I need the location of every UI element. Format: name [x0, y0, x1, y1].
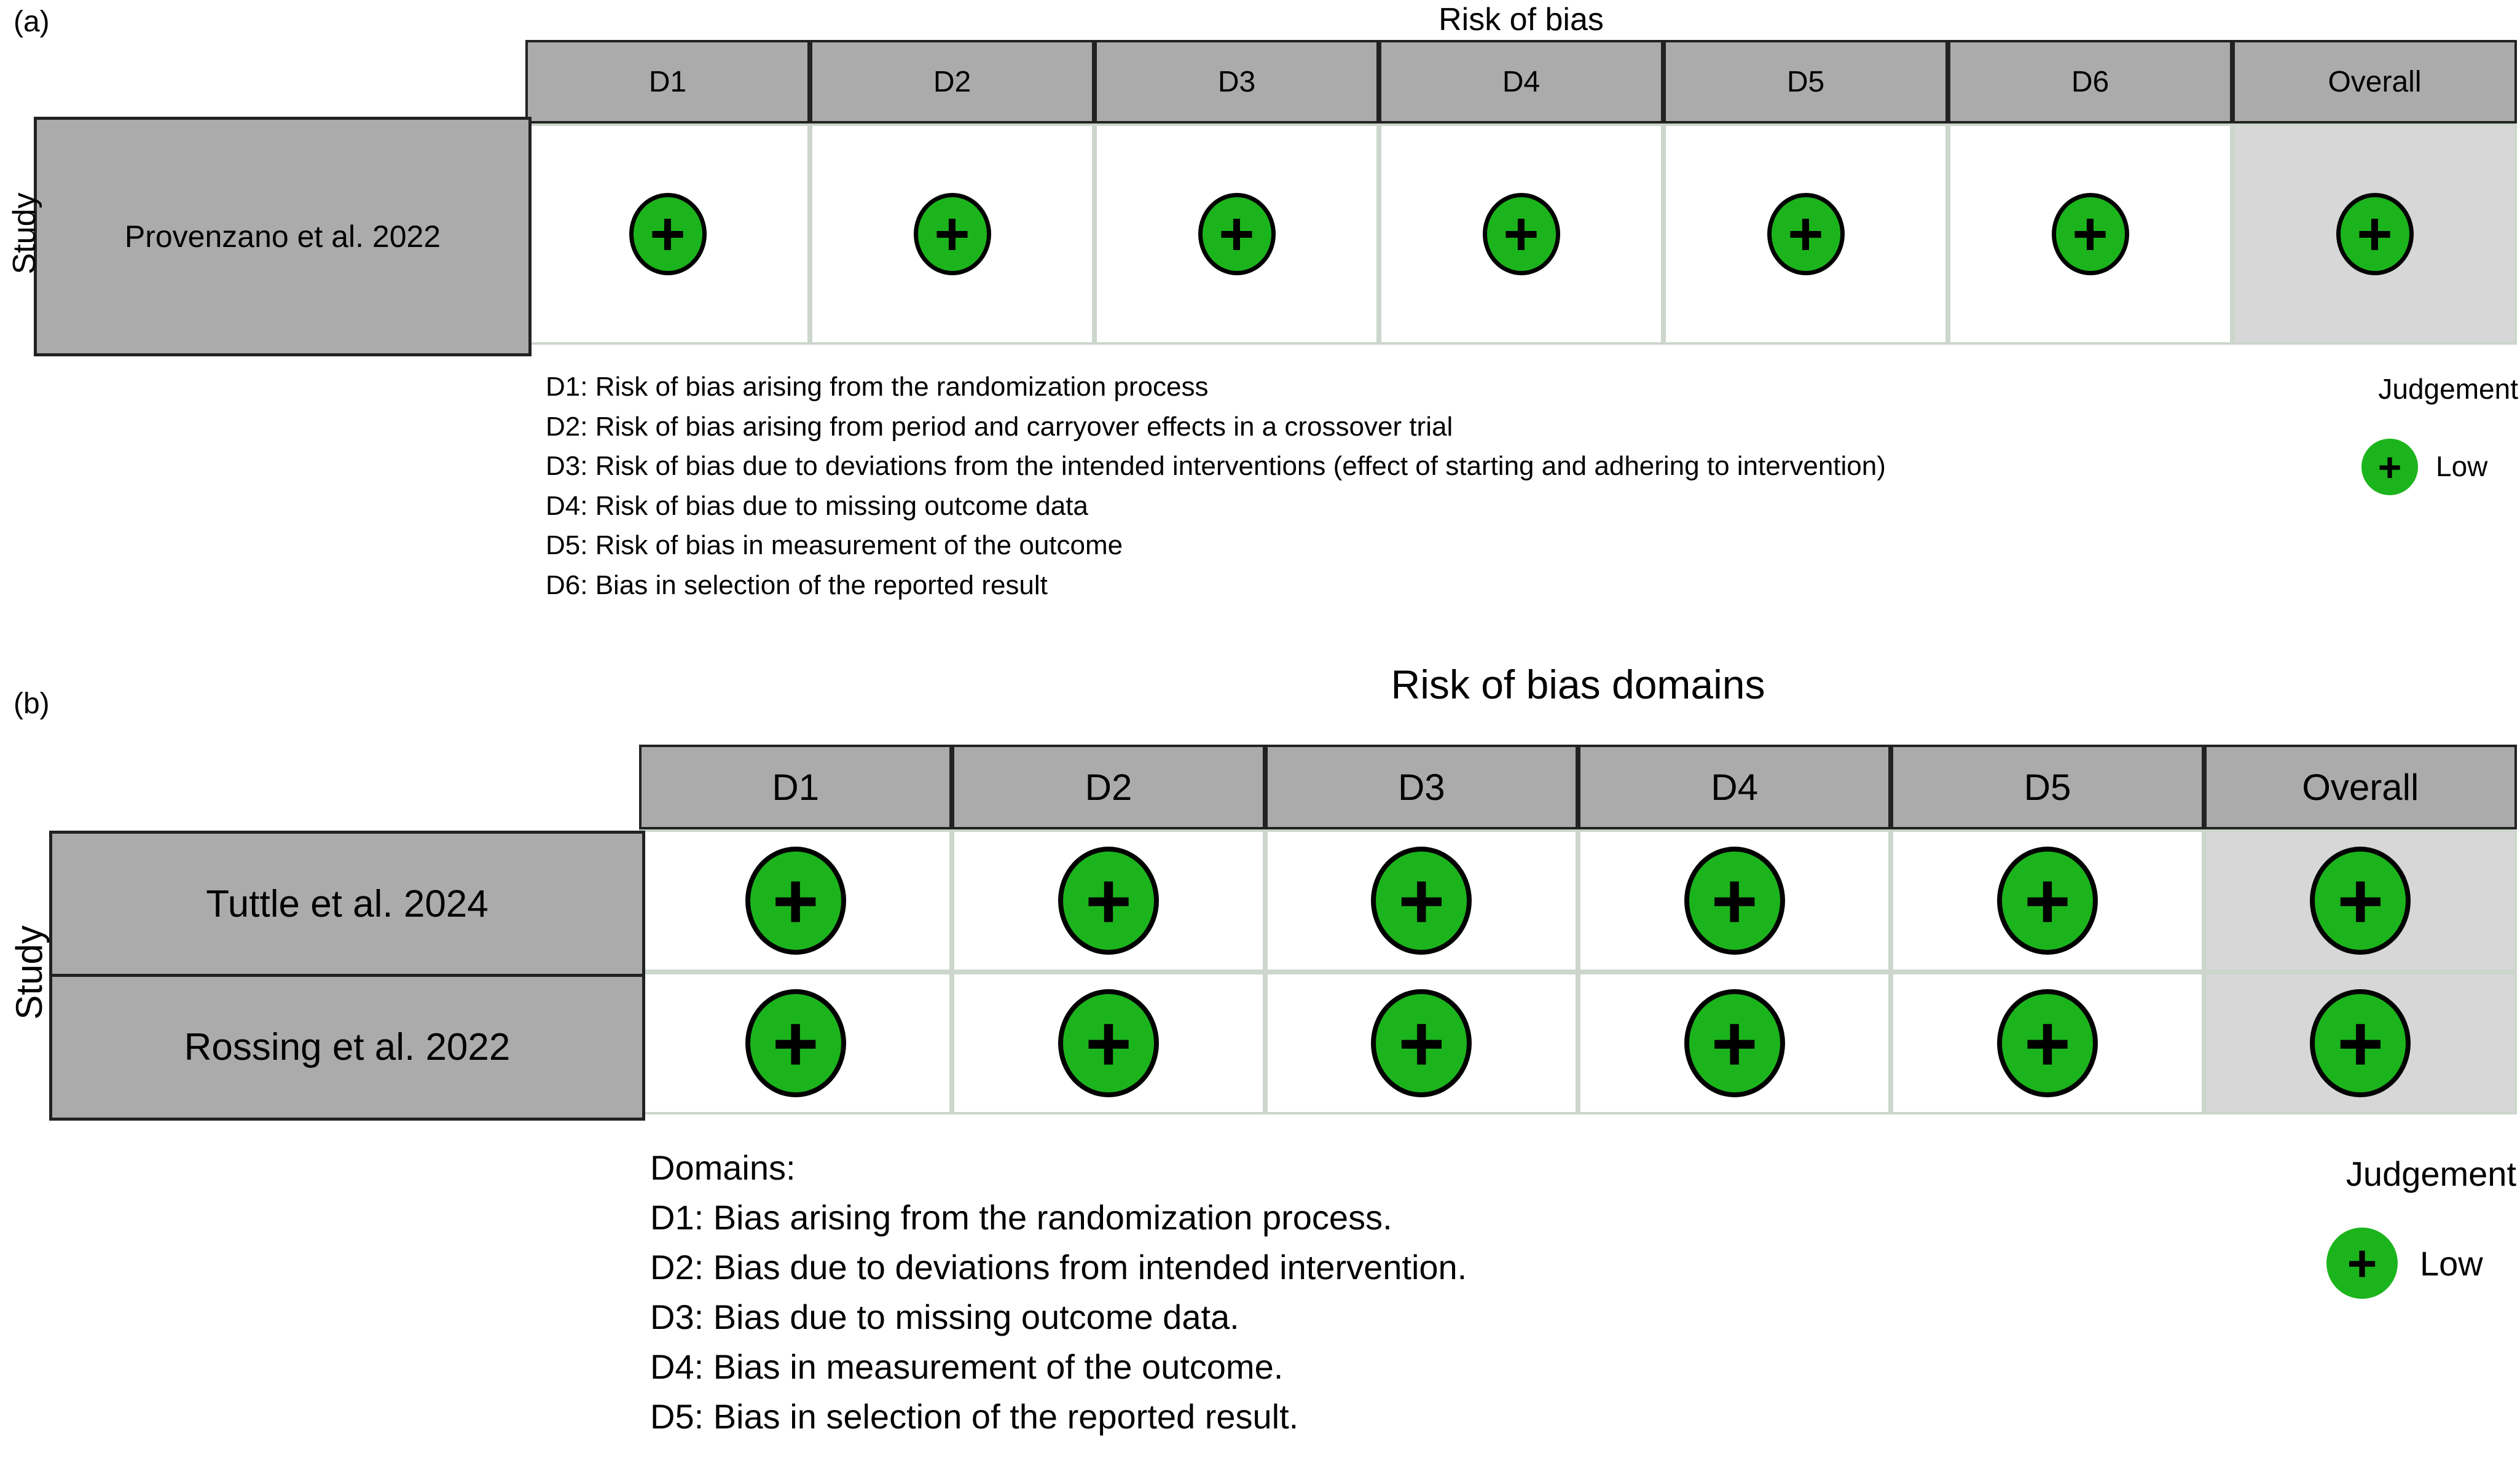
judgement-cell: +	[1891, 972, 2204, 1114]
footnote-line: Domains:	[650, 1148, 796, 1187]
panel-b-legend-title: Judgement	[2345, 1154, 2516, 1193]
low-risk-legend-icon: +	[2326, 1228, 2398, 1299]
study-name: Tuttle et al. 2024	[206, 883, 489, 925]
study-name: Rossing et al. 2022	[184, 1026, 511, 1068]
judgement-cell: +	[1577, 972, 1891, 1114]
judgement-cell: +	[1577, 829, 1891, 972]
panel-a-legend-low-label: Low	[2436, 450, 2488, 482]
judgement-cell: +	[1379, 123, 1663, 345]
judgement-cell: +	[1265, 972, 1578, 1114]
footnote-line: D1: Risk of bias arising from the random…	[546, 372, 1209, 402]
panel-a-footnotes: D1: Risk of bias arising from the random…	[546, 367, 1886, 605]
panel-b-row-tuttle: + + + + + +	[639, 829, 2517, 972]
low-risk-icon: +	[1058, 989, 1159, 1097]
column-header-d1: D1	[639, 745, 952, 829]
low-risk-icon: +	[1684, 989, 1785, 1097]
panel-b-title: Risk of bias domains	[1391, 662, 1765, 707]
judgement-cell-overall: +	[2232, 123, 2517, 345]
panel-a-row-provenzano: + + + + + + +	[525, 123, 2517, 345]
panel-a-header-row: D1 D2 D3 D4 D5 D6 Overall	[525, 40, 2517, 123]
judgement-cell: +	[952, 829, 1265, 972]
judgement-cell-overall: +	[2204, 829, 2517, 972]
study-axis-text: Study	[7, 192, 42, 275]
judgement-cell: +	[810, 123, 1094, 345]
footnote-line: D2: Risk of bias arising from period and…	[546, 411, 1453, 442]
judgement-cell: +	[639, 972, 952, 1114]
judgement-cell: +	[1663, 123, 1948, 345]
footnote-line: D5: Risk of bias in measurement of the o…	[546, 530, 1123, 560]
panel-a-label: (a)	[14, 6, 50, 38]
panel-b-header-row: D1 D2 D3 D4 D5 Overall	[639, 745, 2517, 829]
judgement-cell-overall: +	[2204, 972, 2517, 1114]
low-risk-icon: +	[2051, 193, 2129, 275]
footnote-line: D3: Bias due to missing outcome data.	[650, 1298, 1239, 1336]
low-risk-icon: +	[913, 193, 991, 275]
column-header-overall: Overall	[2204, 745, 2517, 829]
panel-b-label: (b)	[14, 687, 50, 720]
low-risk-icon: +	[1058, 847, 1159, 955]
study-name: Provenzano et al. 2022	[124, 219, 441, 254]
column-header-d2: D2	[952, 745, 1265, 829]
panel-a-legend-title: Judgement	[2378, 373, 2518, 405]
column-header-d5: D5	[1891, 745, 2204, 829]
panel-a-title: Risk of bias	[1439, 2, 1604, 37]
judgement-cell: +	[1948, 123, 2232, 345]
column-header-d4: D4	[1577, 745, 1891, 829]
low-risk-icon: +	[1684, 847, 1785, 955]
low-risk-icon: +	[2336, 193, 2414, 275]
low-risk-icon: +	[1767, 193, 1845, 275]
footnote-line: D4: Bias in measurement of the outcome.	[650, 1347, 1284, 1386]
low-risk-icon: +	[2310, 847, 2411, 955]
footnote-line: D2: Bias due to deviations from intended…	[650, 1248, 1467, 1287]
panel-b-footnotes: Domains: D1: Bias arising from the rando…	[650, 1143, 1467, 1441]
footnote-line: D6: Bias in selection of the reported re…	[546, 570, 1048, 600]
judgement-cell: +	[952, 972, 1265, 1114]
column-header-d1: D1	[525, 40, 810, 123]
low-risk-legend-icon: +	[2361, 439, 2418, 495]
low-risk-icon: +	[745, 847, 846, 955]
judgement-cell: +	[1094, 123, 1379, 345]
study-cell-rossing: Rossing et al. 2022	[49, 974, 645, 1121]
column-header-d6: D6	[1948, 40, 2232, 123]
judgement-cell: +	[1891, 829, 2204, 972]
panel-b-study-axis-label: Study	[7, 887, 50, 1059]
column-header-d5: D5	[1663, 40, 1948, 123]
judgement-cell: +	[639, 829, 952, 972]
column-header-d2: D2	[810, 40, 1094, 123]
panel-a-study-axis-label: Study	[5, 160, 44, 307]
footnote-line: D3: Risk of bias due to deviations from …	[546, 451, 1886, 481]
judgement-cell: +	[525, 123, 810, 345]
low-risk-icon: +	[1482, 193, 1560, 275]
low-risk-icon: +	[1371, 847, 1472, 955]
low-risk-icon: +	[1371, 989, 1472, 1097]
low-risk-icon: +	[1198, 193, 1276, 275]
low-risk-icon: +	[745, 989, 846, 1097]
study-cell-provenzano: Provenzano et al. 2022	[34, 117, 532, 356]
judgement-cell: +	[1265, 829, 1578, 972]
column-header-overall: Overall	[2232, 40, 2517, 123]
column-header-d4: D4	[1379, 40, 1663, 123]
low-risk-icon: +	[2310, 989, 2411, 1097]
panel-b-row-rossing: + + + + + +	[639, 972, 2517, 1114]
column-header-d3: D3	[1265, 745, 1578, 829]
low-risk-icon: +	[1996, 847, 2098, 955]
low-risk-icon: +	[629, 193, 707, 275]
study-cell-tuttle: Tuttle et al. 2024	[49, 831, 645, 977]
footnote-line: D4: Risk of bias due to missing outcome …	[546, 490, 1088, 521]
footnote-line: D5: Bias in selection of the reported re…	[650, 1397, 1299, 1436]
footnote-line: D1: Bias arising from the randomization …	[650, 1198, 1392, 1237]
panel-b-legend-low-label: Low	[2420, 1244, 2483, 1283]
low-risk-icon: +	[1996, 989, 2098, 1097]
study-axis-text: Study	[8, 925, 50, 1020]
column-header-d3: D3	[1094, 40, 1379, 123]
